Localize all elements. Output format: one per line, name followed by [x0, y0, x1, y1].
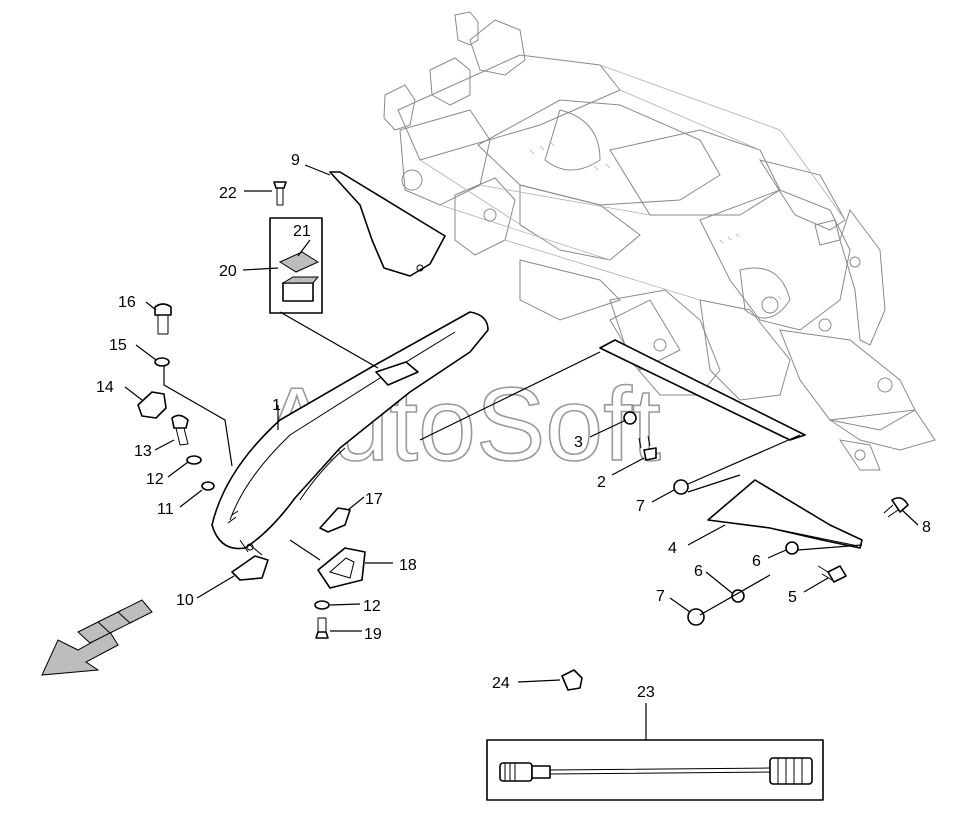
nut-7b	[687, 608, 705, 626]
washer-6a	[785, 541, 799, 555]
direction-arrow	[41, 599, 153, 676]
block-in-box	[282, 282, 314, 302]
nut-7a	[673, 479, 689, 495]
callout-3: 3	[574, 434, 583, 451]
bolt-5	[817, 565, 847, 583]
support-bar	[599, 339, 806, 441]
callout-22: 22	[219, 185, 237, 202]
plate-4	[707, 479, 863, 549]
callout-11: 11	[157, 501, 174, 518]
callout-21: 21	[293, 223, 311, 240]
callout-6a: 6	[752, 553, 761, 570]
nut-3	[623, 411, 637, 425]
callout-6b: 6	[694, 563, 703, 580]
washer-11	[201, 481, 215, 491]
clip-21	[278, 251, 320, 273]
mount-plate-18	[317, 547, 366, 589]
screw-19	[315, 617, 329, 639]
callout-15: 15	[109, 337, 127, 354]
cover-plate-9	[329, 171, 446, 277]
callout-14: 14	[96, 379, 114, 396]
callout-10: 10	[176, 592, 194, 609]
callout-13: 13	[134, 443, 152, 460]
bracket-14	[137, 391, 167, 419]
callout-12b: 12	[363, 598, 381, 615]
bolt-8	[883, 497, 909, 518]
callout-17: 17	[365, 491, 383, 508]
callout-20: 20	[219, 263, 237, 280]
callout-9: 9	[291, 152, 300, 169]
bracket-17	[319, 507, 351, 533]
bolt-13	[171, 414, 189, 446]
callout-7b: 7	[656, 588, 665, 605]
callout-2: 2	[597, 474, 606, 491]
callout-12a: 12	[146, 471, 164, 488]
callout-7a: 7	[636, 498, 645, 515]
washer-6b	[731, 589, 745, 603]
clip-24	[561, 669, 583, 691]
washer-12b	[314, 600, 330, 610]
screw-22	[273, 181, 287, 206]
washer-15	[154, 357, 170, 367]
callout-18: 18	[399, 557, 417, 574]
callout-4: 4	[668, 540, 677, 557]
callout-24: 24	[492, 675, 510, 692]
callout-5: 5	[788, 589, 797, 606]
washer-12a	[186, 455, 202, 465]
callout-8: 8	[922, 519, 931, 536]
callout-16: 16	[118, 294, 136, 311]
frame-assembly	[383, 11, 936, 471]
screw-2	[638, 435, 657, 461]
cable-harness	[499, 757, 813, 785]
main-arm	[211, 311, 489, 556]
callout-1: 1	[272, 397, 281, 414]
bracket-10	[231, 555, 269, 581]
leader-lines	[124, 164, 919, 740]
callout-19: 19	[364, 626, 382, 643]
bolt-16	[154, 303, 172, 335]
callout-23: 23	[637, 684, 655, 701]
